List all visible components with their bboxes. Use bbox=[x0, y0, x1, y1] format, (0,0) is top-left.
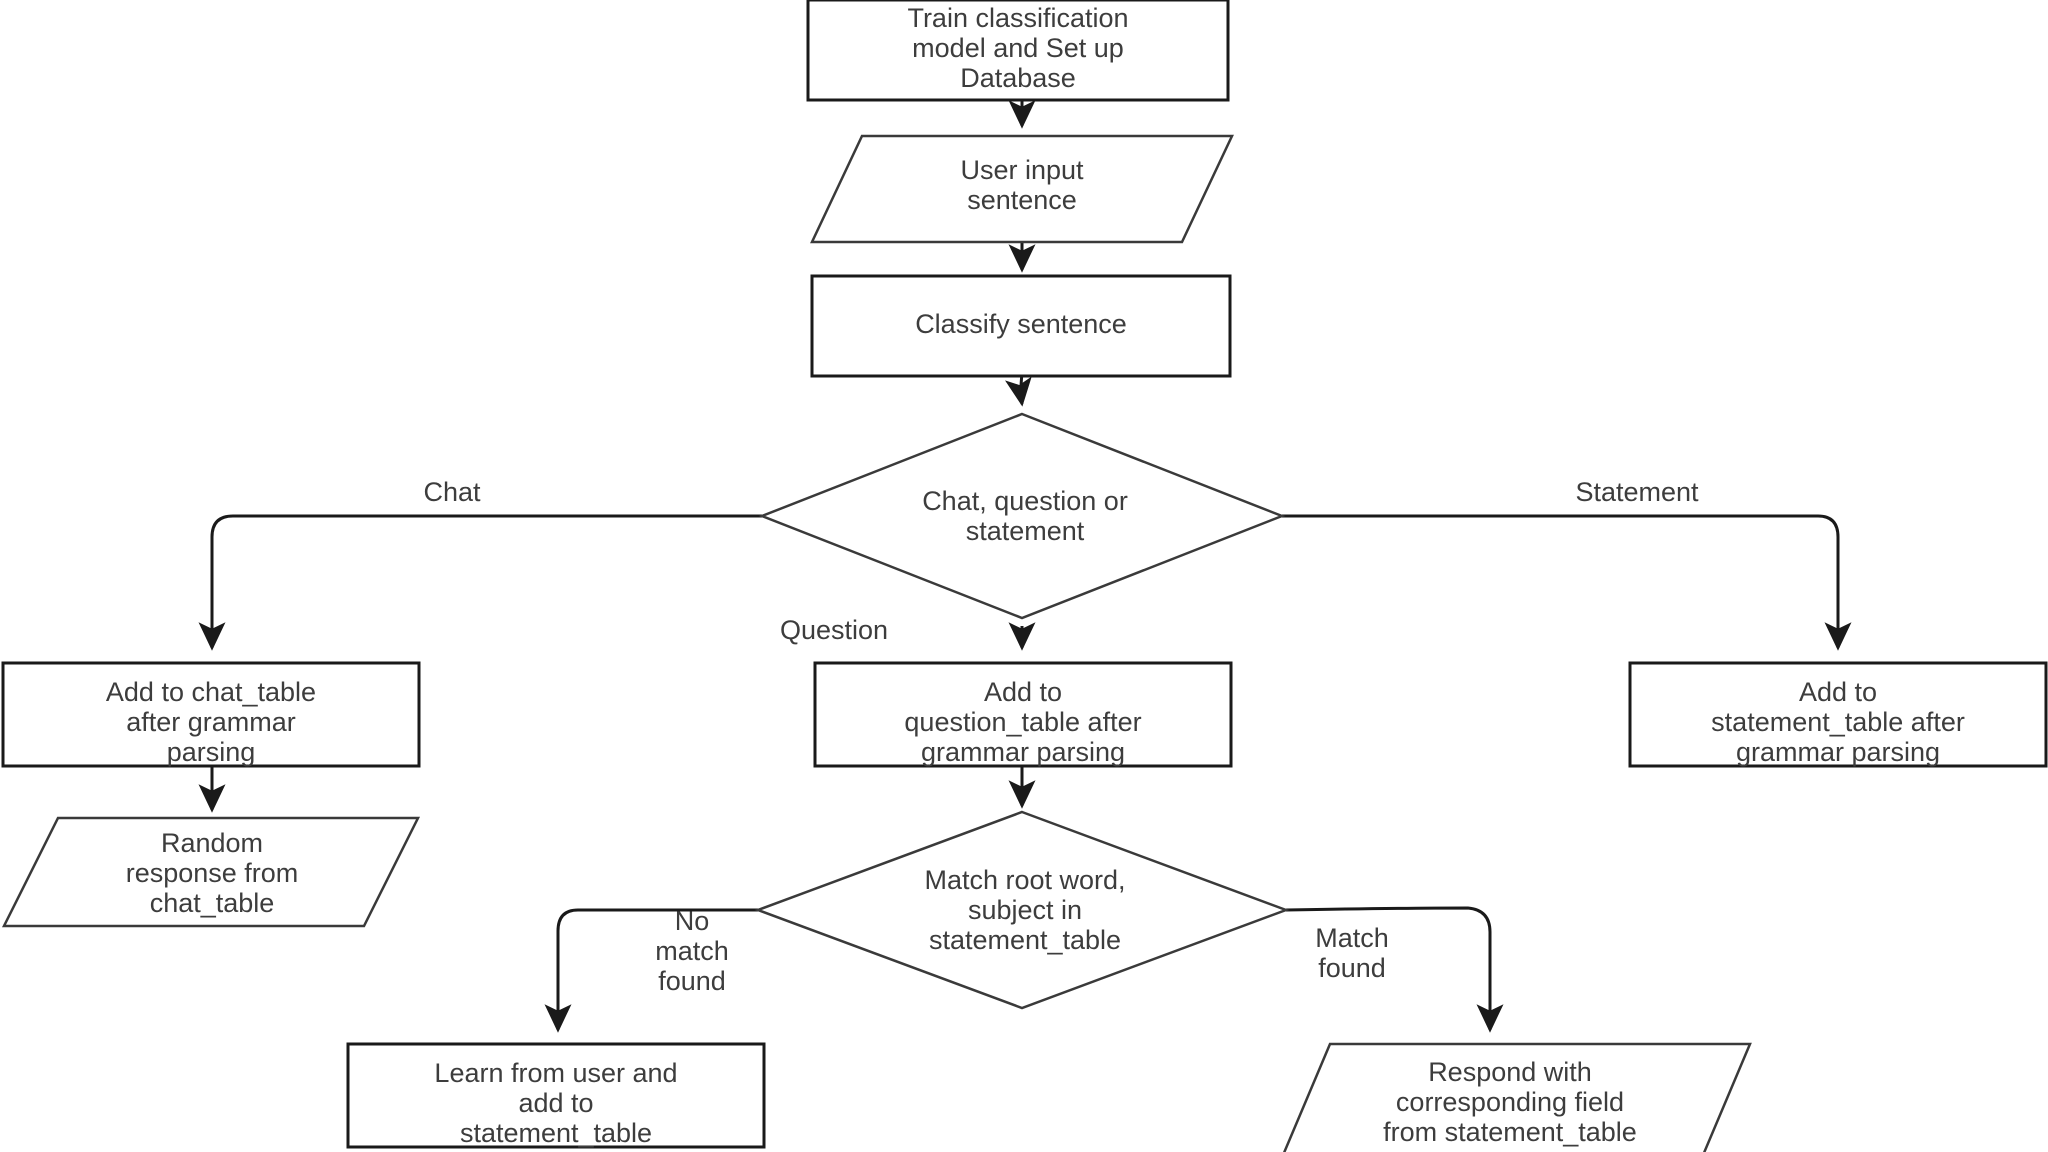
node-classify-line-1: Classify sentence bbox=[915, 309, 1127, 339]
edge-classify-to-decision bbox=[1004, 373, 1032, 407]
node-respond-line-2: corresponding field bbox=[1396, 1087, 1624, 1117]
edge-labels: Chat Statement Question No match found M… bbox=[423, 477, 1699, 996]
node-userinput-line-2: sentence bbox=[967, 185, 1077, 215]
edge-decision-statement-branch bbox=[1282, 514, 1852, 651]
node-addchat-line-3: parsing bbox=[167, 737, 256, 767]
connectors bbox=[198, 94, 1852, 1033]
edge-label-nomatch-line-2: match bbox=[655, 936, 729, 966]
edge-label-match-line-1: Match bbox=[1315, 923, 1389, 953]
edge-nomatch-branch bbox=[544, 908, 758, 1033]
node-decision-match-line-1: Match root word, bbox=[924, 865, 1125, 895]
node-addquestion-line-1: Add to bbox=[984, 677, 1062, 707]
node-add-to-statement-table[interactable]: Add to statement_table after grammar par… bbox=[1628, 661, 2048, 768]
node-learn-from-user[interactable]: Learn from user and add to statement_tab… bbox=[346, 1042, 766, 1149]
node-decision-match-line-2: subject in bbox=[968, 895, 1082, 925]
node-addquestion-line-2: question_table after bbox=[904, 707, 1141, 737]
node-random-line-2: response from bbox=[126, 858, 299, 888]
node-train-line-1: Train classification bbox=[907, 3, 1128, 33]
node-addquestion-line-3: grammar parsing bbox=[921, 737, 1125, 767]
edge-label-question: Question bbox=[780, 615, 888, 645]
node-learn-line-2: add to bbox=[518, 1088, 593, 1118]
edge-label-statement: Statement bbox=[1575, 477, 1699, 507]
node-decision-sentence-type[interactable]: Chat, question or statement bbox=[758, 412, 1286, 620]
node-addstatement-line-1: Add to bbox=[1799, 677, 1877, 707]
edge-label-match-found: Match found bbox=[1315, 923, 1389, 983]
node-decision-match-root-word[interactable]: Match root word, subject in statement_ta… bbox=[754, 810, 1290, 1010]
node-train-classification-model[interactable]: Train classification model and Set up Da… bbox=[806, 0, 1230, 102]
node-addchat-line-2: after grammar bbox=[126, 707, 296, 737]
node-random-response[interactable]: Random response from chat_table bbox=[1, 816, 421, 928]
edge-label-nomatch-line-1: No bbox=[675, 906, 710, 936]
node-decision-type-line-2: statement bbox=[966, 516, 1085, 546]
node-user-input-sentence[interactable]: User input sentence bbox=[810, 134, 1234, 244]
node-classify-sentence[interactable]: Classify sentence bbox=[810, 274, 1232, 378]
node-decision-type-line-1: Chat, question or bbox=[922, 486, 1128, 516]
edge-decision-chat-branch bbox=[198, 514, 762, 651]
node-train-line-2: model and Set up bbox=[912, 33, 1124, 63]
edge-label-nomatch-line-3: found bbox=[658, 966, 726, 996]
node-addstatement-line-3: grammar parsing bbox=[1736, 737, 1940, 767]
node-userinput-line-1: User input bbox=[960, 155, 1084, 185]
edge-label-no-match-found: No match found bbox=[655, 906, 729, 996]
node-learn-line-3: statement_table bbox=[460, 1118, 652, 1148]
edge-label-match-line-2: found bbox=[1318, 953, 1386, 983]
node-respond-line-3: from statement_table bbox=[1383, 1117, 1637, 1147]
node-learn-line-1: Learn from user and bbox=[434, 1058, 677, 1088]
node-add-to-question-table[interactable]: Add to question_table after grammar pars… bbox=[813, 661, 1233, 768]
node-decision-match-line-3: statement_table bbox=[929, 925, 1121, 955]
node-random-line-1: Random bbox=[161, 828, 263, 858]
node-addstatement-line-2: statement_table after bbox=[1711, 707, 1965, 737]
node-respond-line-1: Respond with bbox=[1428, 1057, 1592, 1087]
node-train-line-3: Database bbox=[960, 63, 1076, 93]
node-random-line-3: chat_table bbox=[150, 888, 275, 918]
node-addchat-line-1: Add to chat_table bbox=[106, 677, 316, 707]
node-add-to-chat-table[interactable]: Add to chat_table after grammar parsing bbox=[1, 661, 421, 768]
node-respond-with-field[interactable]: Respond with corresponding field from st… bbox=[1270, 1042, 1752, 1152]
edge-match-branch bbox=[1285, 906, 1504, 1033]
edge-label-chat: Chat bbox=[423, 477, 481, 507]
